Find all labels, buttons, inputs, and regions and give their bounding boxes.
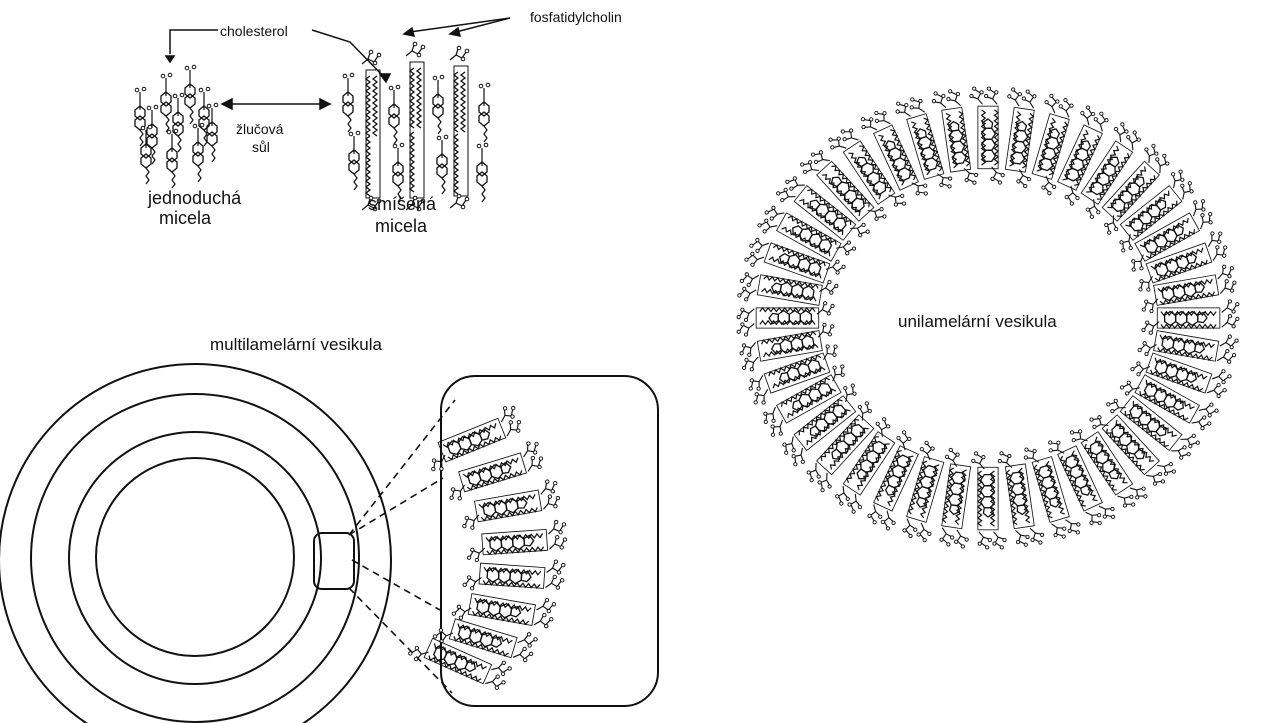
label-bile-salt-1: žlučová xyxy=(236,121,284,137)
label-multilamellar-vesicle: multilamelární vesikula xyxy=(210,335,382,354)
lipid-unit xyxy=(1137,264,1239,315)
label-simple-micelle-1: jednoduchá xyxy=(147,188,242,208)
zoom-inset xyxy=(407,376,658,706)
simple-micelle xyxy=(135,65,218,188)
lipid-unit xyxy=(737,302,834,337)
lipid-unit xyxy=(1142,300,1239,335)
label-mixed-micelle-2: micela xyxy=(375,216,428,236)
lipid-unit xyxy=(737,322,839,373)
mixed-micelle xyxy=(343,42,490,211)
label-mixed-micelle-1: smíšená xyxy=(368,194,437,214)
label-unilamellar-vesicle: unilamelární vesikula xyxy=(898,312,1057,331)
label-bile-salt-2: sůl xyxy=(252,139,270,155)
lipid-unit xyxy=(970,87,1005,184)
label-cholesterol: cholesterol xyxy=(220,23,288,39)
multilamellar-vesicle xyxy=(0,364,455,723)
label-simple-micelle-2: micela xyxy=(159,208,212,228)
lipid-unit xyxy=(931,88,979,189)
lipid-unit xyxy=(997,447,1045,548)
lipid-unit xyxy=(860,429,932,532)
label-phosphatidylcholine: fosfatidylcholin xyxy=(530,9,622,25)
lipid-unit xyxy=(972,452,1007,549)
annotation-arrows xyxy=(166,18,510,109)
lipid-unit xyxy=(1044,104,1116,207)
